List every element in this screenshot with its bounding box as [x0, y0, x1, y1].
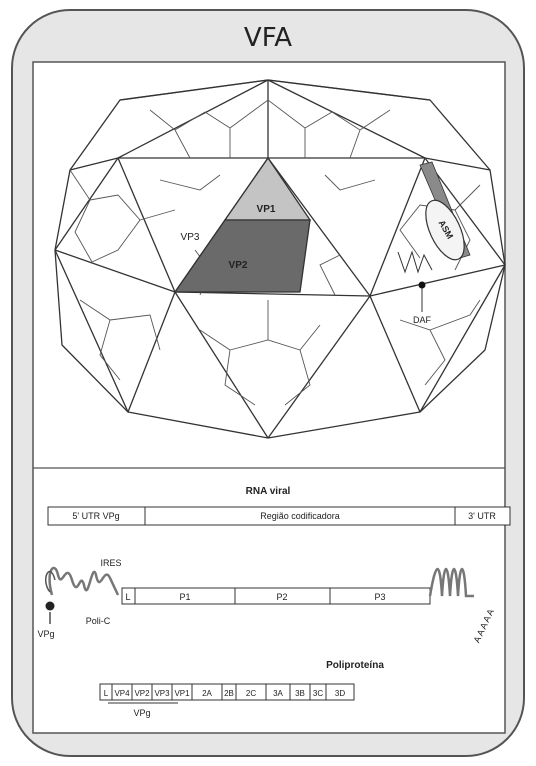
- vp1-label: VP1: [257, 204, 276, 215]
- vp3-label: VP3: [181, 232, 200, 243]
- orf-segment-l: L: [125, 592, 130, 602]
- polyprotein-bar: L VP4 VP2 VP3 VP1 2A 2B 2C 3A 3B 3C 3D: [100, 684, 354, 700]
- rna-title: RNA viral: [246, 486, 291, 497]
- receptor-dot: [419, 282, 426, 289]
- polyprotein-title: Poliproteína: [326, 660, 384, 671]
- vpg-label: VPg: [37, 629, 54, 639]
- polyprotein-segment-3b: 3B: [295, 689, 305, 698]
- polyprotein-group-label: VPg: [133, 708, 150, 718]
- vp2-label: VP2: [229, 260, 248, 271]
- rna-3utr-label: 3' UTR: [468, 511, 496, 521]
- orf-segment-p2: P2: [276, 592, 287, 602]
- receptor-label: DAF: [413, 315, 432, 325]
- polyprotein-segment-l: L: [104, 689, 109, 698]
- polyprotein-segment-3c: 3C: [313, 689, 323, 698]
- vpg-dot: [46, 602, 55, 611]
- polyprotein-segment-3a: 3A: [273, 689, 283, 698]
- orf-segment-p3: P3: [374, 592, 385, 602]
- polyprotein-segment-vp4: VP4: [114, 689, 130, 698]
- diagram-title: VFA: [244, 23, 292, 53]
- rna-5utr-label: 5' UTR VPg: [72, 511, 119, 521]
- polyprotein-segment-vp3: VP3: [154, 689, 170, 698]
- polyprotein-segment-2c: 2C: [246, 689, 256, 698]
- polyprotein-segment-vp2: VP2: [134, 689, 150, 698]
- polyprotein-segment-vp1: VP1: [174, 689, 190, 698]
- polyprotein-segment-3d: 3D: [335, 689, 345, 698]
- orf-segment-p1: P1: [179, 592, 190, 602]
- ires-label: IRES: [100, 558, 121, 568]
- polyc-label: Poli-C: [86, 616, 111, 626]
- polyprotein-segment-2b: 2B: [224, 689, 234, 698]
- polyprotein-segment-2a: 2A: [202, 689, 212, 698]
- rna-coding-label: Região codificadora: [260, 511, 340, 521]
